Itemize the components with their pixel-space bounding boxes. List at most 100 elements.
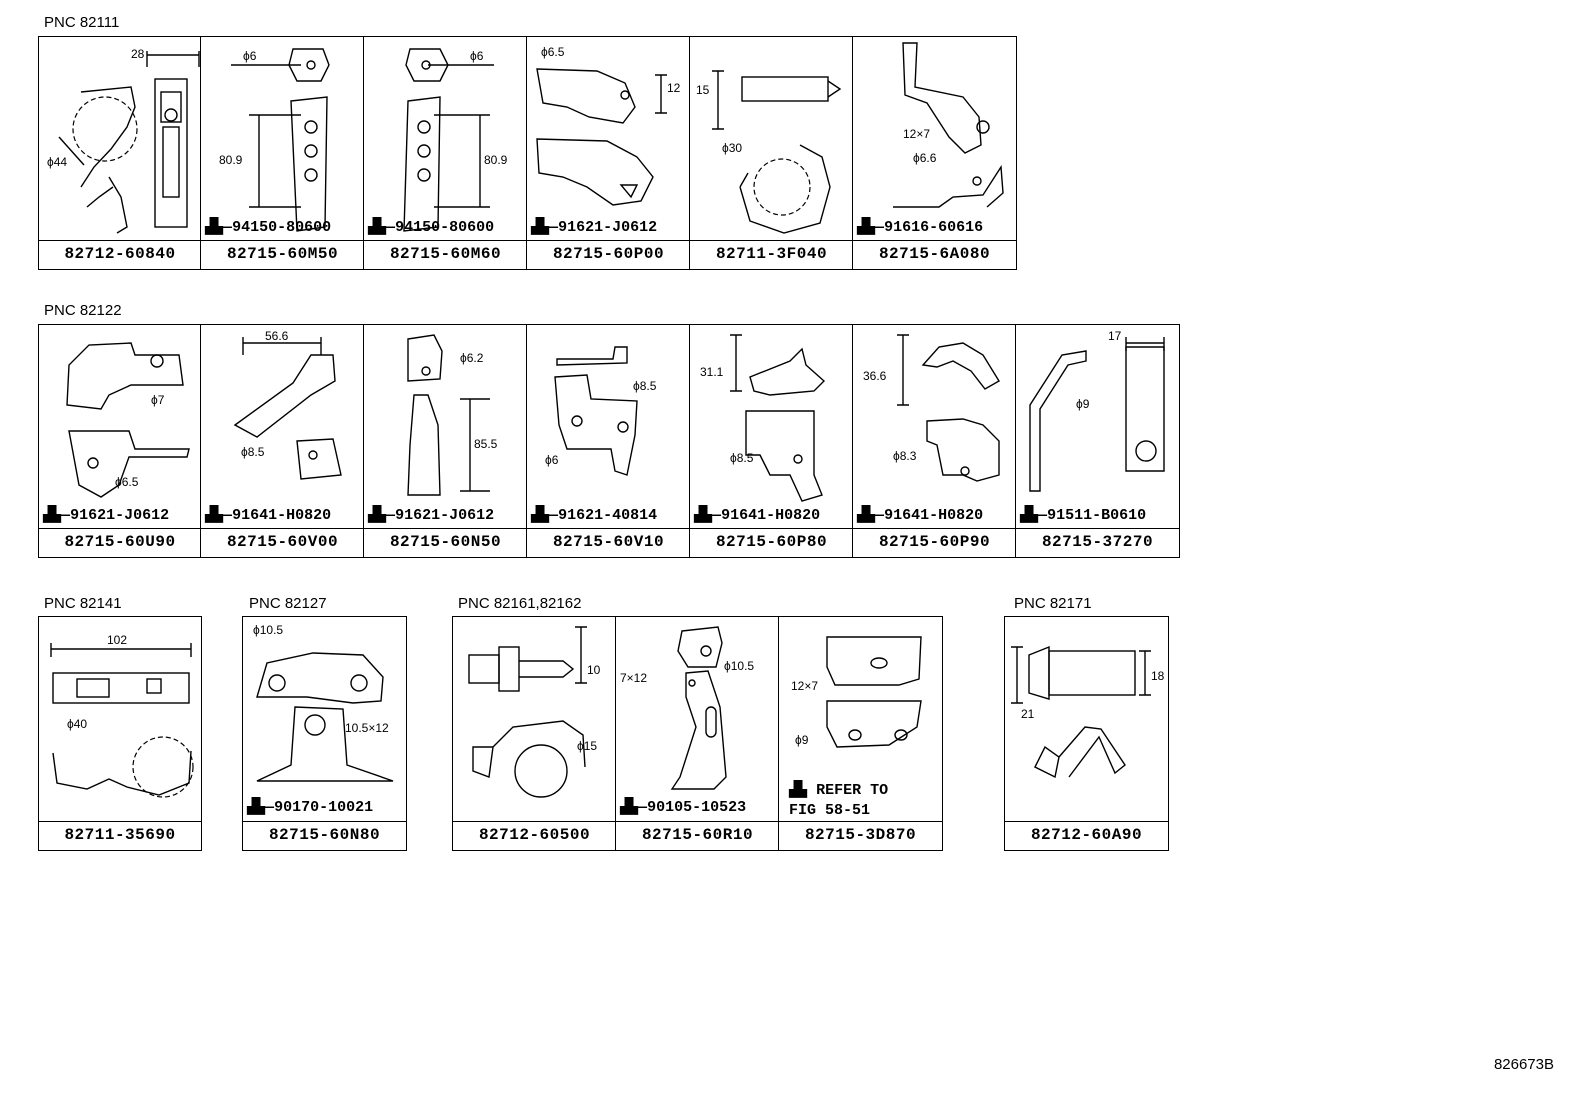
pnc-label: PNC 82161,82162	[458, 595, 582, 612]
dim-diameter: ϕ8.5	[730, 451, 754, 465]
part-number[interactable]: 82715-60V10	[527, 528, 690, 557]
bolt-part-number[interactable]: ▟▙—90170-10021	[247, 799, 374, 816]
part-cell[interactable]: 12×7 ϕ6.6 ▟▙—91616-60616 82715-6A080	[852, 36, 1017, 270]
part-cell[interactable]: 28 ϕ44 82712-60840	[38, 36, 202, 270]
bolt-part-number[interactable]: ▟▙—91511-B0610	[1020, 507, 1147, 524]
bolt-part-number[interactable]: ▟▙—91641-H0820	[857, 507, 984, 524]
dim-diameter: ϕ44	[47, 155, 68, 169]
bolt-icon: ▟▙	[789, 782, 817, 799]
part-cell[interactable]: 10 ϕ15 82712-60500	[452, 616, 617, 851]
part-cell[interactable]: ϕ10.5 10.5×12 ▟▙—90170-10021 82715-60N80	[242, 616, 407, 851]
dim-height: 18	[1151, 669, 1165, 683]
part-number[interactable]: 82711-3F040	[690, 240, 853, 269]
part-number[interactable]: 82715-3D870	[779, 821, 942, 850]
pnc-label: PNC 82127	[249, 595, 327, 612]
dim-diameter: ϕ6	[545, 453, 559, 467]
bracket-drawing	[730, 334, 826, 502]
bolt-part-number[interactable]: ▟▙—91621-J0612	[43, 507, 170, 524]
part-number[interactable]: 82715-60V00	[201, 528, 364, 557]
part-number[interactable]: 82715-60M50	[201, 240, 364, 269]
dim-length: 85.5	[474, 437, 498, 451]
part-cell[interactable]: 12×7 ϕ9 ▟▙ REFER TO FIG 58-51 82715-3D87…	[778, 616, 943, 851]
part-number[interactable]: 82715-60N80	[243, 821, 406, 850]
part-cell[interactable]: 31.1 ϕ8.5 ▟▙—91641-H0820 82715-60P80	[689, 324, 854, 558]
part-number[interactable]: 82715-60M60	[364, 240, 527, 269]
part-number[interactable]: 82715-60R10	[616, 821, 779, 850]
part-number[interactable]: 82715-60U90	[39, 528, 201, 557]
dim-slot: 10.5×12	[345, 721, 389, 735]
dim-height: 12	[667, 81, 681, 95]
dim-slot: 12×7	[903, 127, 931, 141]
part-cell[interactable]: 17 ϕ9 ▟▙—91511-B0610 82715-37270	[1015, 324, 1180, 558]
dim-slot: 12×7	[791, 679, 819, 693]
dim-length: 80.9	[219, 153, 243, 167]
dim-width: 28	[131, 47, 145, 61]
bracket-drawing	[407, 334, 490, 496]
dim-width: 17	[1108, 329, 1122, 343]
bracket-drawing	[231, 48, 330, 232]
part-cell[interactable]: 15 ϕ30 82711-3F040	[689, 36, 854, 270]
refer-note: ▟▙ REFER TO FIG 58-51	[789, 782, 889, 819]
dim-height: 36.6	[863, 369, 887, 383]
part-cell[interactable]: 56.6 ϕ8.5 ▟▙—91641-H0820 82715-60V00	[200, 324, 365, 558]
dim-length: 56.6	[265, 329, 289, 343]
dim-diameter: ϕ30	[722, 141, 743, 155]
dim-height: 21	[1021, 707, 1035, 721]
bolt-part-number[interactable]: ▟▙—90105-10523	[620, 799, 747, 816]
dim-diameter: ϕ10.5	[724, 659, 755, 673]
clip-drawing	[1011, 645, 1151, 779]
clip-drawing	[468, 626, 587, 798]
bracket-drawing	[233, 337, 342, 480]
part-number[interactable]: 82711-35690	[39, 821, 201, 850]
bolt-part-number[interactable]: ▟▙—91641-H0820	[694, 507, 821, 524]
bracket-drawing	[66, 342, 190, 498]
part-cell[interactable]: 102 ϕ40 82711-35690	[38, 616, 202, 851]
part-cell[interactable]: ϕ6 80.9 ▟▙—94150-80600 82715-60M50	[200, 36, 365, 270]
part-number[interactable]: 82715-60N50	[364, 528, 527, 557]
dim-diameter: ϕ6.5	[541, 45, 565, 59]
bolt-part-number[interactable]: ▟▙—91641-H0820	[205, 507, 332, 524]
dim-diameter: ϕ6.5	[115, 475, 139, 489]
dim-slot: 7×12	[620, 671, 648, 685]
part-number[interactable]: 82715-60P90	[853, 528, 1016, 557]
dim-height: 10	[587, 663, 601, 677]
part-number[interactable]: 82715-60P80	[690, 528, 853, 557]
part-cell[interactable]: ϕ6.2 85.5 ▟▙—91621-J0612 82715-60N50	[363, 324, 528, 558]
bracket-drawing	[826, 636, 922, 748]
bolt-part-number[interactable]: ▟▙—91621-40814	[531, 507, 658, 524]
part-number[interactable]: 82712-60500	[453, 821, 616, 850]
bracket-drawing	[536, 68, 667, 206]
dim-diameter: ϕ6.6	[913, 151, 937, 165]
part-number[interactable]: 82712-60840	[39, 240, 201, 269]
part-cell[interactable]: 7×12 ϕ10.5 ▟▙—90105-10523 82715-60R10	[615, 616, 780, 851]
bracket-drawing	[1029, 337, 1165, 492]
part-cell[interactable]: ϕ7 ϕ6.5 ▟▙—91621-J0612 82715-60U90	[38, 324, 202, 558]
part-cell[interactable]: 36.6 ϕ8.3 ▟▙—91641-H0820 82715-60P90	[852, 324, 1017, 558]
dim-diameter: ϕ10.5	[253, 623, 284, 637]
part-cell[interactable]: ϕ6.5 12 ▟▙—91621-J0612 82715-60P00	[526, 36, 691, 270]
dim-diameter: ϕ15	[577, 739, 598, 753]
bolt-part-number[interactable]: ▟▙—94150-80600	[205, 219, 332, 236]
bolt-part-number[interactable]: ▟▙—91616-60616	[857, 219, 984, 236]
figure-number: 826673B	[1493, 1056, 1554, 1073]
bolt-part-number[interactable]: ▟▙—91621-J0612	[368, 507, 495, 524]
dim-diameter: ϕ9	[1076, 397, 1090, 411]
bracket-drawing	[403, 48, 494, 232]
clamp-drawing	[58, 51, 200, 234]
part-cell[interactable]: 18 21 82712-60A90	[1004, 616, 1169, 851]
part-cell[interactable]: ϕ8.5 ϕ6 ▟▙—91621-40814 82715-60V10	[526, 324, 691, 558]
bolt-part-number[interactable]: ▟▙—94150-80600	[368, 219, 495, 236]
part-cell[interactable]: ϕ6 80.9 ▟▙—94150-80600 82715-60M60	[363, 36, 528, 270]
bracket-drawing	[670, 626, 727, 790]
part-number[interactable]: 82712-60A90	[1005, 821, 1168, 850]
dim-diameter: ϕ6.2	[460, 351, 484, 365]
part-number[interactable]: 82715-60P00	[527, 240, 690, 269]
part-number[interactable]: 82715-6A080	[853, 240, 1016, 269]
pnc-label: PNC 82122	[44, 302, 122, 319]
clamp-drawing	[50, 643, 194, 798]
dim-height: 15	[696, 83, 710, 97]
part-number[interactable]: 82715-37270	[1016, 528, 1179, 557]
dim-height: 31.1	[700, 365, 724, 379]
bolt-part-number[interactable]: ▟▙—91621-J0612	[531, 219, 658, 236]
dim-diameter: ϕ8.3	[893, 449, 917, 463]
